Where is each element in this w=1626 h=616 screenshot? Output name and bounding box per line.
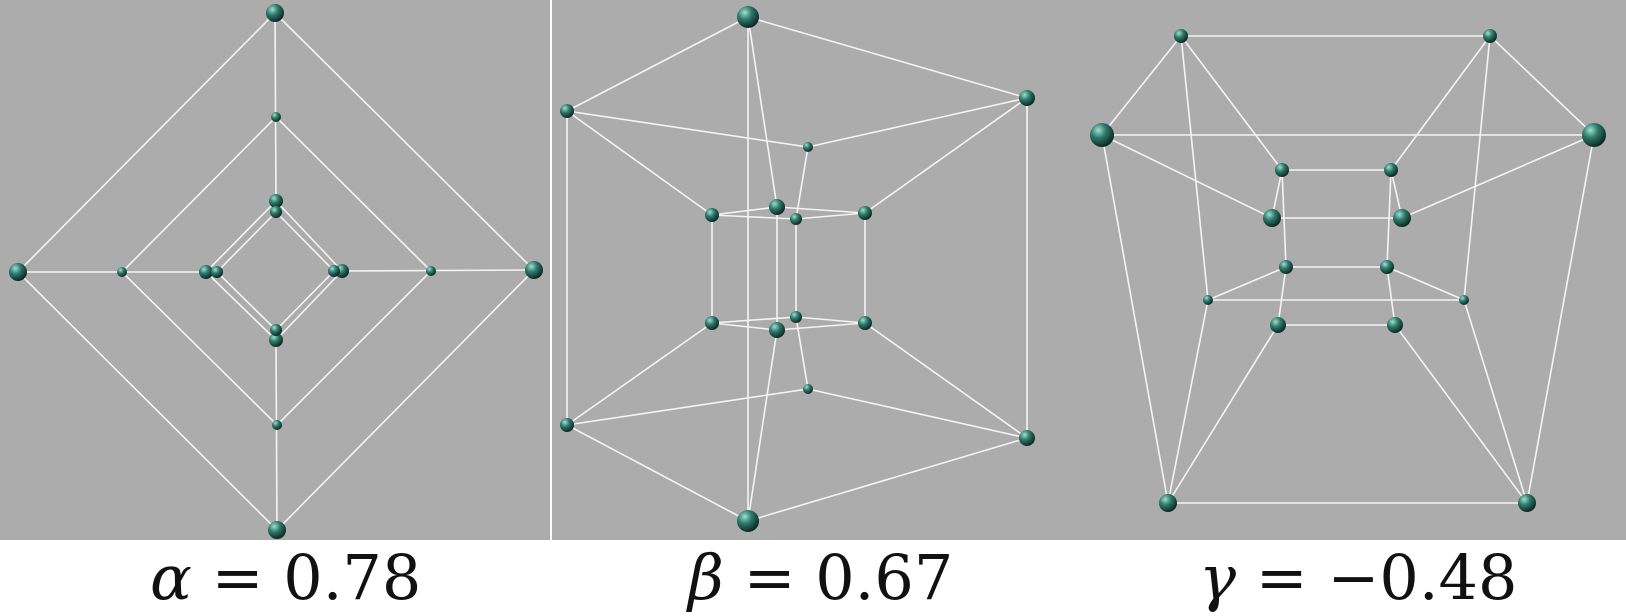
- alpha-edges: [16, 12, 536, 532]
- node: [1019, 90, 1035, 106]
- node: [1174, 29, 1188, 43]
- caption-beta: β = 0.67: [688, 540, 953, 616]
- node: [1582, 123, 1606, 147]
- node: [1090, 123, 1114, 147]
- gamma-edges: [1101, 35, 1595, 504]
- node: [790, 311, 802, 323]
- panel-gamma: [1089, 0, 1626, 540]
- node: [1019, 430, 1035, 446]
- node: [790, 213, 802, 225]
- gamma-nodes: [1090, 29, 1606, 512]
- node: [271, 112, 281, 122]
- node: [560, 418, 574, 432]
- node: [1263, 209, 1281, 227]
- node: [1387, 317, 1403, 333]
- beta-nodes: [560, 6, 1035, 532]
- node: [1384, 163, 1398, 177]
- node: [803, 142, 813, 152]
- gamma-value: −0.48: [1327, 541, 1518, 614]
- node: [737, 510, 759, 532]
- node: [769, 199, 785, 215]
- node: [1380, 260, 1394, 274]
- node: [9, 263, 27, 281]
- node: [737, 6, 759, 28]
- alpha-graph: [9, 4, 543, 539]
- node: [1279, 260, 1293, 274]
- node: [269, 194, 283, 208]
- node: [560, 104, 574, 118]
- node: [1459, 295, 1469, 305]
- alpha-equals: =: [211, 541, 264, 614]
- gamma-graph: [1090, 29, 1606, 512]
- beta-value: 0.67: [815, 541, 954, 614]
- node: [705, 316, 719, 330]
- node: [858, 206, 872, 220]
- caption-gamma: γ = −0.48: [1199, 540, 1517, 616]
- node: [117, 267, 127, 277]
- node: [269, 333, 283, 347]
- node: [272, 420, 282, 430]
- node: [1270, 317, 1286, 333]
- node: [1159, 494, 1177, 512]
- beta-equals: =: [743, 541, 796, 614]
- beta-symbol: β: [688, 541, 724, 614]
- node: [525, 261, 543, 279]
- node: [1393, 209, 1411, 227]
- node: [769, 322, 785, 338]
- node: [1483, 29, 1497, 43]
- node: [705, 208, 719, 222]
- node: [858, 316, 872, 330]
- node: [270, 206, 282, 218]
- node: [426, 266, 436, 276]
- node: [1203, 295, 1213, 305]
- node: [328, 265, 340, 277]
- gamma-equals: =: [1255, 541, 1308, 614]
- panel-beta: [552, 0, 1089, 540]
- alpha-symbol: α: [150, 541, 192, 614]
- beta-graph: [560, 6, 1035, 532]
- gamma-symbol: γ: [1199, 541, 1237, 614]
- panel-alpha: [0, 0, 550, 540]
- node: [803, 384, 813, 394]
- node: [199, 265, 213, 279]
- node: [1275, 163, 1289, 177]
- node: [270, 324, 282, 336]
- node: [211, 266, 223, 278]
- node: [1518, 494, 1536, 512]
- alpha-nodes: [9, 4, 543, 539]
- node: [266, 4, 284, 22]
- beta-edges: [566, 16, 1028, 522]
- node: [268, 521, 286, 539]
- caption-alpha: α = 0.78: [150, 540, 421, 616]
- alpha-value: 0.78: [283, 541, 422, 614]
